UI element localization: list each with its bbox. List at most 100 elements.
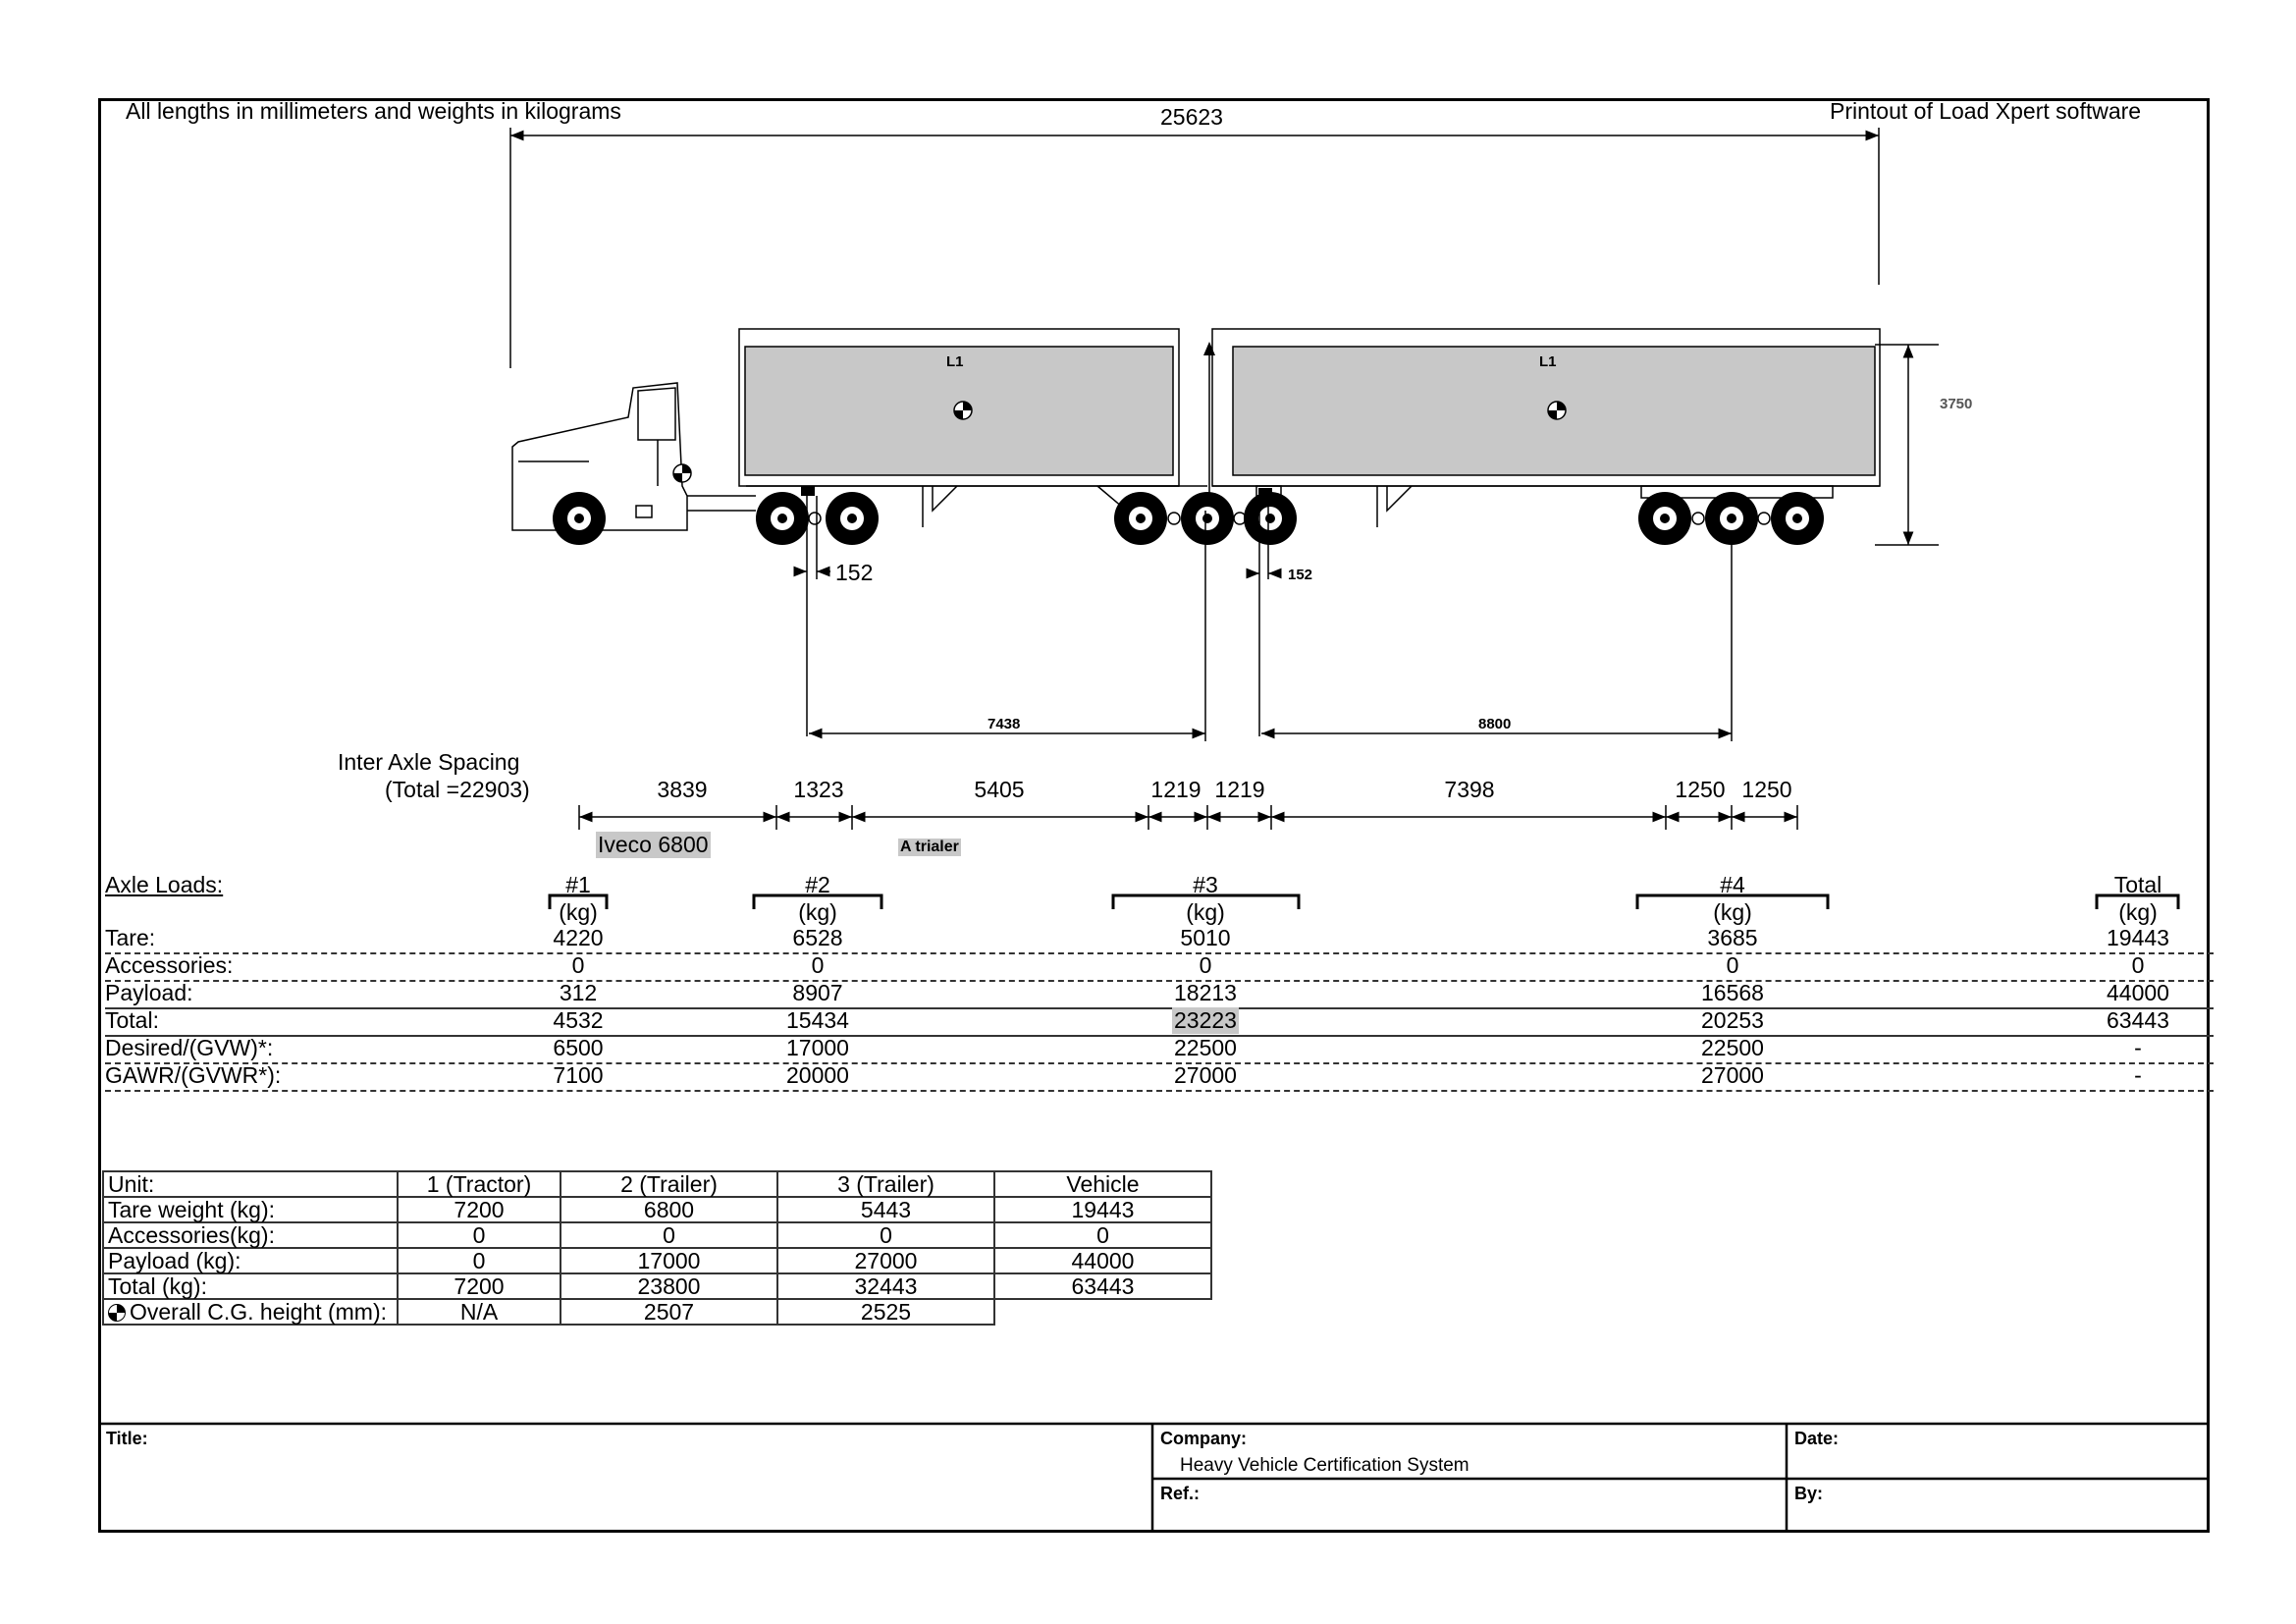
spacing-value: 3839	[657, 777, 708, 802]
axle-value: 22500	[1701, 1035, 1764, 1060]
axle-value: 7100	[553, 1062, 604, 1088]
table-cell: 2507	[560, 1298, 778, 1326]
axle-value: 19443	[2107, 925, 2169, 950]
inter-axle-dimension	[578, 805, 1798, 830]
unit-label: (kg)	[1713, 899, 1752, 925]
axle-column-2: #2	[805, 872, 830, 897]
axle-value: 0	[2131, 952, 2145, 978]
table-row: Tare weight (kg): 7200 6800 5443 19443	[102, 1196, 1212, 1223]
table-row: Total (kg): 7200 23800 32443 63443	[102, 1272, 1212, 1300]
axle-row-gawr: GAWR/(GVWR*): 7100 20000 27000 27000 -	[105, 1062, 2214, 1092]
axle-column-3: #3	[1193, 872, 1218, 897]
axle-value: 4532	[553, 1007, 604, 1033]
table-cell: 19443	[993, 1196, 1212, 1223]
table-cell: 23800	[560, 1272, 778, 1300]
axle-row-accessories: Accessories: 0 0 0 0 0	[105, 952, 2214, 982]
table-header-row: Unit: 1 (Tractor) 2 (Trailer) 3 (Trailer…	[102, 1170, 1212, 1198]
table-cell: 2525	[776, 1298, 995, 1326]
axle-value: 0	[811, 952, 825, 978]
table-cell: 0	[560, 1221, 778, 1249]
axle-value: 63443	[2107, 1007, 2169, 1033]
offset-label-1: 152	[835, 560, 874, 585]
table-cell: Payload (kg):	[102, 1247, 399, 1274]
row-label: Accessories:	[105, 952, 234, 978]
spacing-title: Inter Axle Spacing	[338, 749, 520, 775]
table-cell: Overall C.G. height (mm):	[102, 1298, 399, 1326]
offset-label-2: 152	[1288, 567, 1313, 583]
trailer-2	[1211, 328, 1881, 527]
height-dimension	[1875, 344, 1939, 546]
axle-group-brackets	[548, 893, 2180, 909]
table-cell: 6800	[560, 1196, 778, 1223]
trailer-type-label: A trialer	[898, 839, 961, 856]
load-label-trailer-1: L1	[946, 353, 964, 370]
axle-value: 3685	[1707, 925, 1758, 950]
row-label: Payload:	[105, 980, 193, 1005]
table-cell: 0	[776, 1221, 995, 1249]
axle-row-tare: Tare: 4220 6528 5010 3685 19443	[105, 925, 2214, 954]
axle-value: 6500	[553, 1035, 604, 1060]
overall-length-dimension	[509, 128, 1880, 368]
title-label: Title:	[106, 1429, 148, 1448]
axle-value: 20253	[1701, 1007, 1764, 1033]
span-label-2: 8800	[1478, 716, 1512, 732]
axle-value: 16568	[1701, 980, 1764, 1005]
axle-value-highlighted: 23223	[1172, 1007, 1239, 1034]
cg-marker-trailer-2	[1547, 401, 1567, 420]
load-label-trailer-2: L1	[1539, 353, 1557, 370]
axle-value: 15434	[786, 1007, 849, 1033]
axle-row-desired: Desired/(GVW)*: 6500 17000 22500 22500 -	[105, 1035, 2214, 1064]
table-row: Accessories(kg): 0 0 0 0	[102, 1221, 1212, 1249]
table-header: Vehicle	[993, 1170, 1212, 1198]
table-row-cg: Overall C.G. height (mm): N/A 2507 2525	[102, 1298, 1211, 1326]
axle-value: 8907	[792, 980, 843, 1005]
tractor-cab	[511, 382, 756, 531]
height-label: 3750	[1940, 396, 1973, 412]
table-cell: 0	[397, 1247, 561, 1274]
table-cell: 5443	[776, 1196, 995, 1223]
table-cell: 0	[993, 1221, 1212, 1249]
row-label: Desired/(GVW)*:	[105, 1035, 274, 1060]
table-cell: 17000	[560, 1247, 778, 1274]
unit-label: (kg)	[559, 899, 598, 925]
row-label: GAWR/(GVWR*):	[105, 1062, 282, 1088]
axle-value: 44000	[2107, 980, 2169, 1005]
axle-value: 6528	[792, 925, 843, 950]
table-cell: Tare weight (kg):	[102, 1196, 399, 1223]
spacing-value: 1323	[793, 777, 844, 802]
table-row: Payload (kg): 0 17000 27000 44000	[102, 1247, 1212, 1274]
drawing-sheet	[98, 98, 2210, 1533]
unit-weights-table: Unit: 1 (Tractor) 2 (Trailer) 3 (Trailer…	[102, 1170, 1212, 1326]
spacing-value: 1219	[1214, 777, 1265, 802]
cg-marker-tractor	[672, 463, 692, 483]
company-value: Heavy Vehicle Certification System	[1180, 1455, 1469, 1476]
spacing-value: 1250	[1675, 777, 1726, 802]
spacing-value: 5405	[974, 777, 1025, 802]
unit-label: (kg)	[1186, 899, 1225, 925]
spacing-value: 1250	[1741, 777, 1792, 802]
table-cell: 32443	[776, 1272, 995, 1300]
row-label: Tare:	[105, 925, 156, 950]
unit-label: (kg)	[2118, 899, 2158, 925]
axle-value: 312	[559, 980, 598, 1005]
table-cell: N/A	[397, 1298, 561, 1326]
axle-row-total: Total: 4532 15434 23223 20253 63443	[105, 1007, 2214, 1037]
row-label: Total:	[105, 1007, 159, 1033]
axle-value: 27000	[1174, 1062, 1237, 1088]
table-cell: Accessories(kg):	[102, 1221, 399, 1249]
axle-value: 4220	[553, 925, 604, 950]
ref-label: Ref.:	[1160, 1484, 1200, 1503]
axle-value: 18213	[1174, 980, 1237, 1005]
axle-loads-title: Axle Loads:	[105, 872, 224, 897]
spacing-total: (Total =22903)	[385, 777, 530, 802]
table-cell: 0	[397, 1221, 561, 1249]
software-note: Printout of Load Xpert software	[1830, 98, 2142, 124]
company-label: Company:	[1160, 1429, 1248, 1448]
units-note: All lengths in millimeters and weights i…	[126, 98, 621, 124]
axle-column-total: Total	[2113, 872, 2163, 897]
spacing-value: 1219	[1150, 777, 1201, 802]
table-header: 2 (Trailer)	[560, 1170, 778, 1198]
axle-column-4: #4	[1720, 872, 1745, 897]
axle-row-payload: Payload: 312 8907 18213 16568 44000	[105, 980, 2214, 1009]
